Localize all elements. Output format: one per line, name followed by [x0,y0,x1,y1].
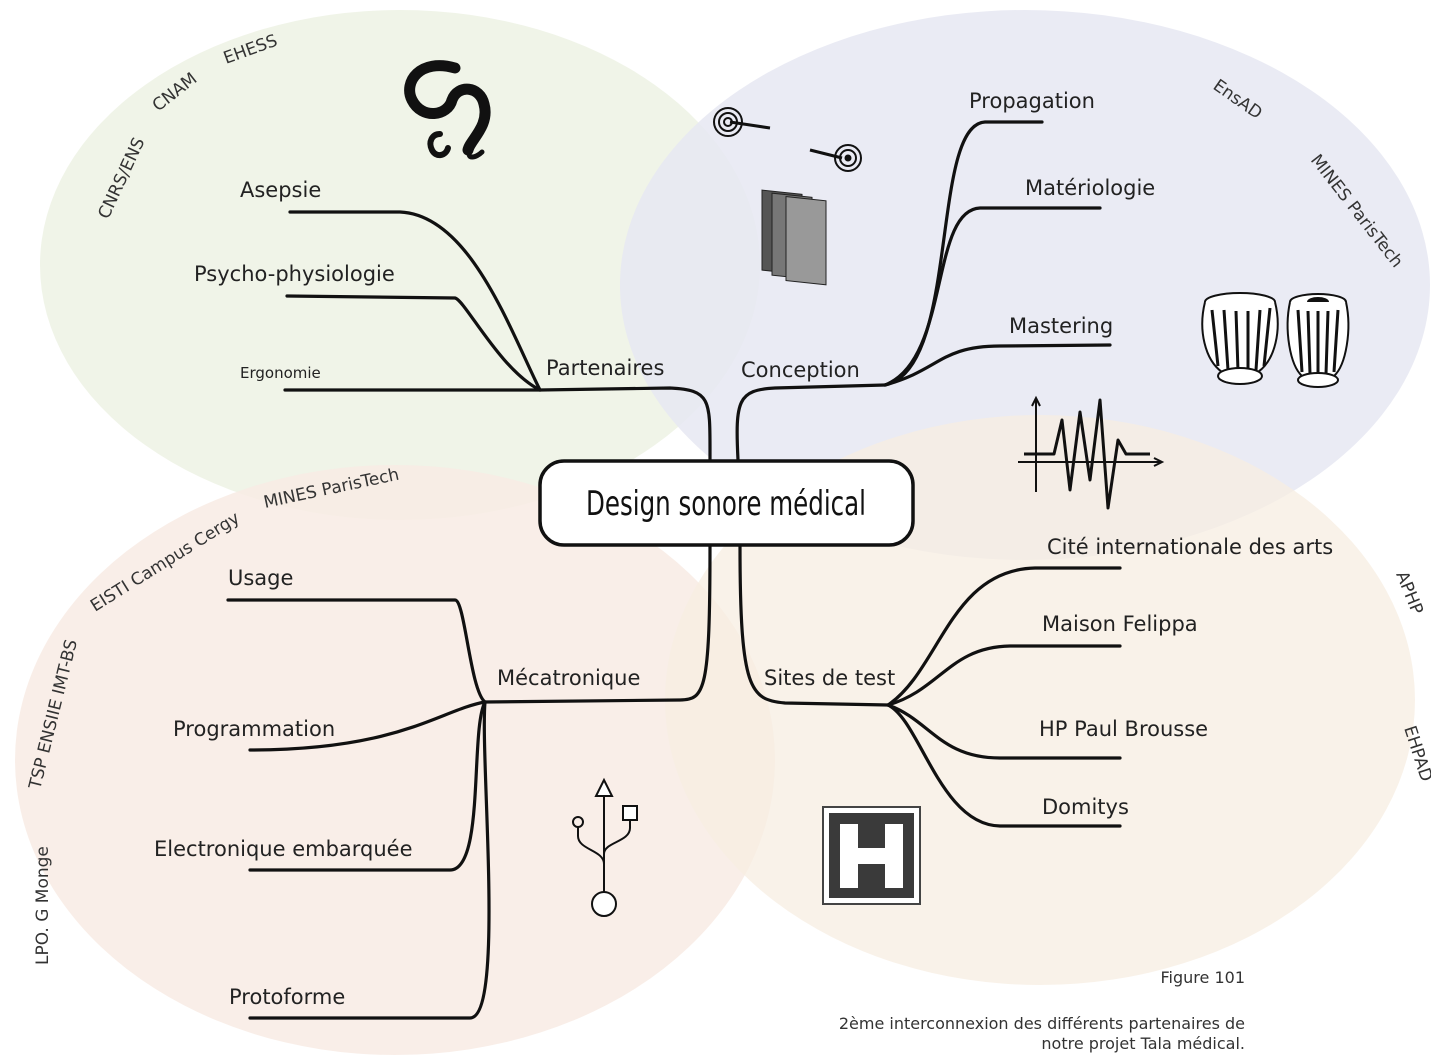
caption-line-2: notre projet Tala médical. [1041,1034,1245,1053]
hospital-icon [822,806,921,905]
node-materiologie: Matériologie [1025,176,1155,200]
node-domitys: Domitys [1042,795,1129,819]
node-usage: Usage [228,566,293,590]
branch-label-mecatronique: Mécatronique [497,666,640,690]
node-programmation: Programmation [173,717,335,741]
tabla-drums-icon [1201,292,1350,388]
org-aphp: APHP [1391,568,1426,617]
waveform-icon [1018,395,1165,510]
zone-mecatronique [15,465,775,1055]
node-propagation: Propagation [969,89,1095,113]
center-node-box [538,459,915,547]
node-protoforme: Protoforme [229,985,345,1009]
node-mastering: Mastering [1009,314,1113,338]
usb-icon [572,777,638,917]
sound-wave-panels-icon [713,107,862,286]
node-cite-arts: Cité internationale des arts [1047,535,1333,559]
figure-number: Figure 101 [1160,968,1245,987]
branch-label-sites: Sites de test [764,666,895,690]
node-electronique: Electronique embarquée [154,837,413,861]
zone-partenaires [40,10,760,520]
org-lpo: LPO. G Monge [33,846,53,965]
caption-line-1: 2ème interconnexion des différents parte… [838,1014,1245,1033]
connector-lines [226,120,1122,1020]
node-hp-paul-brousse: HP Paul Brousse [1039,717,1208,741]
node-asepsie: Asepsie [240,178,321,202]
ear-icon [404,60,491,160]
node-ergonomie: Ergonomie [240,364,321,382]
branch-label-conception: Conception [741,358,860,382]
zone-conception [620,10,1430,560]
center-node-label: Design sonore médical [586,484,866,524]
node-psycho-physiologie: Psycho-physiologie [194,262,395,286]
node-maison-felippa: Maison Felippa [1042,612,1198,636]
branch-label-partenaires: Partenaires [546,356,664,380]
